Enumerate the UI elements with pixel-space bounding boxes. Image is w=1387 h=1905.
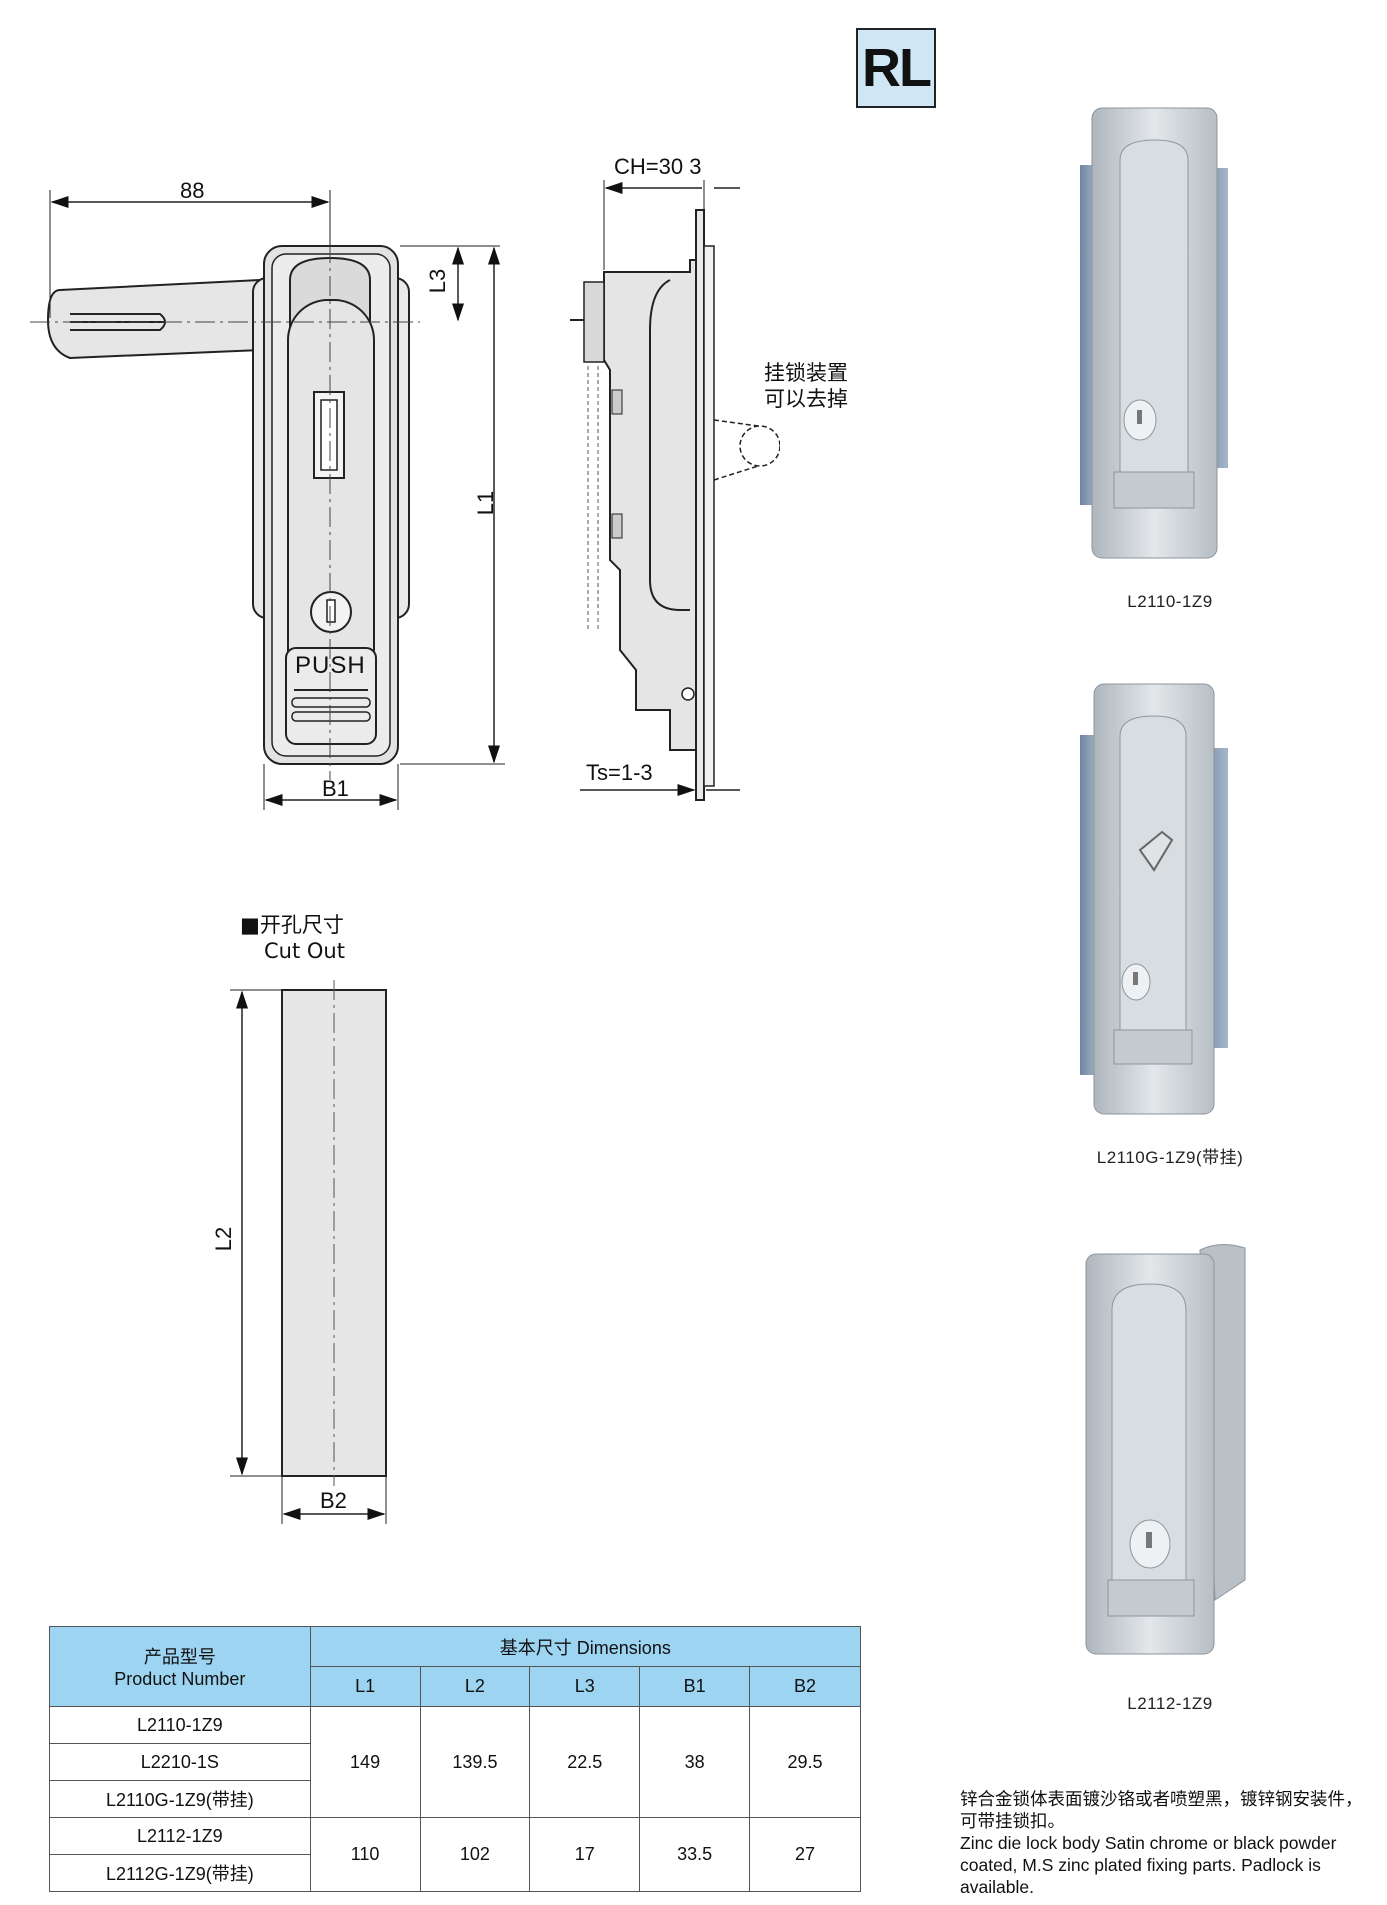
column-header: B1 [639,1666,751,1707]
dim-l1-label: L1 [473,490,499,516]
product-cell: L2110-1Z9 [49,1706,311,1744]
padlock-note: 挂锁装置 可以去掉 [764,360,848,412]
value-cell: 38 [639,1706,751,1818]
dimensions-header: 基本尺寸 Dimensions [309,1626,862,1667]
dim-l3-label: L3 [425,268,451,294]
photo-caption-3: L2112-1Z9 [1127,1694,1213,1713]
dim-88-label: 88 [180,178,205,203]
material-note: 锌合金锁体表面镀沙铬或者喷塑黑，镀锌钢安装件，可带挂锁扣。 Zinc die l… [960,1788,1375,1898]
table-row: L2110-1Z9 149 139.5 22.5 38 29.5 [49,1706,861,1818]
product-header-en: Product Number [114,1669,246,1689]
product-cell: L2112-1Z9 [49,1817,311,1855]
product-number-header: 产品型号 Product Number [49,1626,311,1707]
value-cell: 17 [529,1817,641,1892]
dimensions-table: 产品型号 Product Number 基本尺寸 Dimensions L1 L… [49,1626,862,1892]
cutout-title: ■开孔尺寸 Cut Out [240,912,345,964]
push-label: PUSH [295,652,366,679]
photo-l2112 [1085,1244,1246,1655]
column-header: B2 [749,1666,861,1707]
photo-caption-2: L2110G-1Z9(带挂) [1096,1148,1244,1167]
padlock-note-line2: 可以去掉 [764,387,848,411]
side-view-drawing [570,180,780,801]
photo-l2110g [1080,683,1228,1115]
product-header-cn: 产品型号 [143,1647,216,1667]
value-cell: 149 [309,1706,421,1818]
product-cell: L2110G-1Z9(带挂) [49,1780,311,1818]
table-row: L2110G-1Z9(带挂) [49,1780,861,1818]
value-cell: 29.5 [749,1706,861,1818]
dim-ch-label: CH=30 3 [614,154,702,179]
note-cn: 锌合金锁体表面镀沙铬或者喷塑黑，镀锌钢安装件，可带挂锁扣。 [960,1789,1363,1831]
product-cell: L2112G-1Z9(带挂) [49,1854,311,1892]
cutout-title-cn: ■开孔尺寸 [240,913,344,937]
dim-ts-label: Ts=1-3 [586,760,653,785]
photo-l2110 [1080,107,1228,559]
series-badge: RL [856,28,936,108]
product-cell: L2210-1S [49,1743,311,1781]
column-header: L2 [419,1666,531,1707]
photo-caption-1: L2110-1Z9 [1127,592,1213,611]
value-cell: 22.5 [529,1706,641,1818]
table-row: L2112G-1Z9(带挂) [49,1854,861,1892]
value-cell: 110 [309,1817,421,1892]
cutout-drawing [230,980,387,1524]
column-header: L3 [529,1666,641,1707]
dim-b1-label: B1 [322,776,349,801]
value-cell: 102 [419,1817,531,1892]
column-header: L1 [309,1666,421,1707]
front-view-drawing [30,190,505,810]
cutout-title-en: Cut Out [264,939,345,963]
value-cell: 27 [749,1817,861,1892]
value-cell: 139.5 [419,1706,531,1818]
table-row: L2112-1Z9 110 102 17 33.5 27 [49,1817,861,1892]
note-en: Zinc die lock body Satin chrome or black… [960,1833,1337,1897]
dim-l2-label: L2 [211,1226,237,1252]
value-cell: 33.5 [639,1817,751,1892]
padlock-note-line1: 挂锁装置 [764,361,848,385]
dim-b2-label: B2 [320,1488,347,1513]
